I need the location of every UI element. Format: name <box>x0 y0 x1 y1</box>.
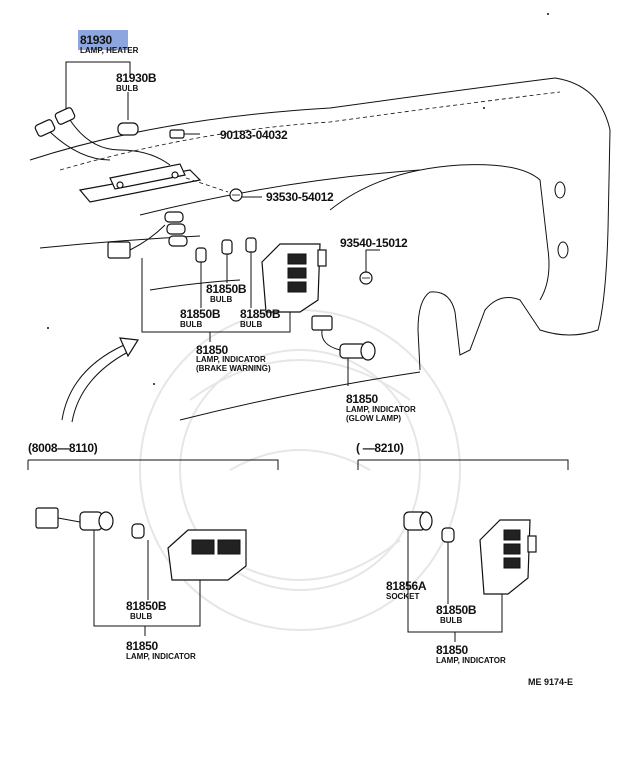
part-81850-glow-note: (GLOW LAMP) <box>346 414 401 423</box>
stray-dot <box>483 107 485 109</box>
diagram-code: ME 9174-E <box>528 677 573 687</box>
part-81850b-b-number[interactable]: 81850B <box>180 307 221 321</box>
right-lamp-number[interactable]: 81850 <box>436 643 469 657</box>
right-socket-number[interactable]: 81856A <box>386 579 427 593</box>
part-81850b-a-number[interactable]: 81850B <box>206 282 247 296</box>
left-variant-parts <box>35 507 247 581</box>
part-81850b-b-name: BULB <box>180 320 202 329</box>
left-bulb-name: BULB <box>130 612 152 621</box>
right-lamp-name: LAMP, INDICATOR <box>436 656 506 665</box>
left-lamp-number[interactable]: 81850 <box>126 639 159 653</box>
part-81850-brake-name: LAMP, INDICATOR <box>196 355 266 364</box>
heater-lamp-assembly <box>34 107 202 203</box>
glow-lamp-assembly <box>311 315 376 386</box>
leader-brake-bracket <box>141 258 291 333</box>
part-81850b-c-number[interactable]: 81850B <box>240 307 281 321</box>
part-81930-number[interactable]: 81930 <box>80 33 113 47</box>
stray-dot <box>153 383 155 385</box>
right-variant-parts <box>403 511 537 595</box>
part-81930b-number[interactable]: 81930B <box>116 71 157 85</box>
part-90183-number[interactable]: 90183-04032 <box>220 128 288 142</box>
part-81850-glow-number[interactable]: 81850 <box>346 392 379 406</box>
curved-arrow-icon <box>61 337 140 423</box>
part-81930-name: LAMP, HEATER <box>80 46 139 55</box>
range-right-bracket <box>357 459 569 470</box>
part-93530-number[interactable]: 93530-54012 <box>266 190 334 204</box>
right-bulb-name: BULB <box>440 616 462 625</box>
right-bulb-number[interactable]: 81850B <box>436 603 477 617</box>
range-left: (8008—8110) <box>28 441 98 455</box>
right-socket-name: SOCKET <box>386 592 419 601</box>
clip-93540 <box>359 249 380 285</box>
part-81850-brake-number[interactable]: 81850 <box>196 343 229 357</box>
bulbs-81850b-center <box>195 237 257 263</box>
range-left-bracket <box>27 459 279 470</box>
part-81850b-a-name: BULB <box>210 295 232 304</box>
left-bulb-number[interactable]: 81850B <box>126 599 167 613</box>
part-81930b-name: BULB <box>116 84 138 93</box>
stray-dot <box>47 327 49 329</box>
part-81850-glow-name: LAMP, INDICATOR <box>346 405 416 414</box>
part-93540-number[interactable]: 93540-15012 <box>340 236 408 250</box>
stray-dot <box>547 13 549 15</box>
highlight-81930 <box>78 30 128 50</box>
range-right: ( —8210) <box>356 441 404 455</box>
indicator-housing-brake <box>261 243 327 313</box>
connector-cluster <box>107 211 188 259</box>
leader-left-bracket <box>93 530 201 627</box>
clip-93530 <box>185 177 262 202</box>
left-lamp-name: LAMP, INDICATOR <box>126 652 196 661</box>
part-81850-brake-note: (BRAKE WARNING) <box>196 364 271 373</box>
part-81850b-c-name: BULB <box>240 320 262 329</box>
screw-90183 <box>169 129 200 139</box>
leader-81930 <box>65 61 131 112</box>
